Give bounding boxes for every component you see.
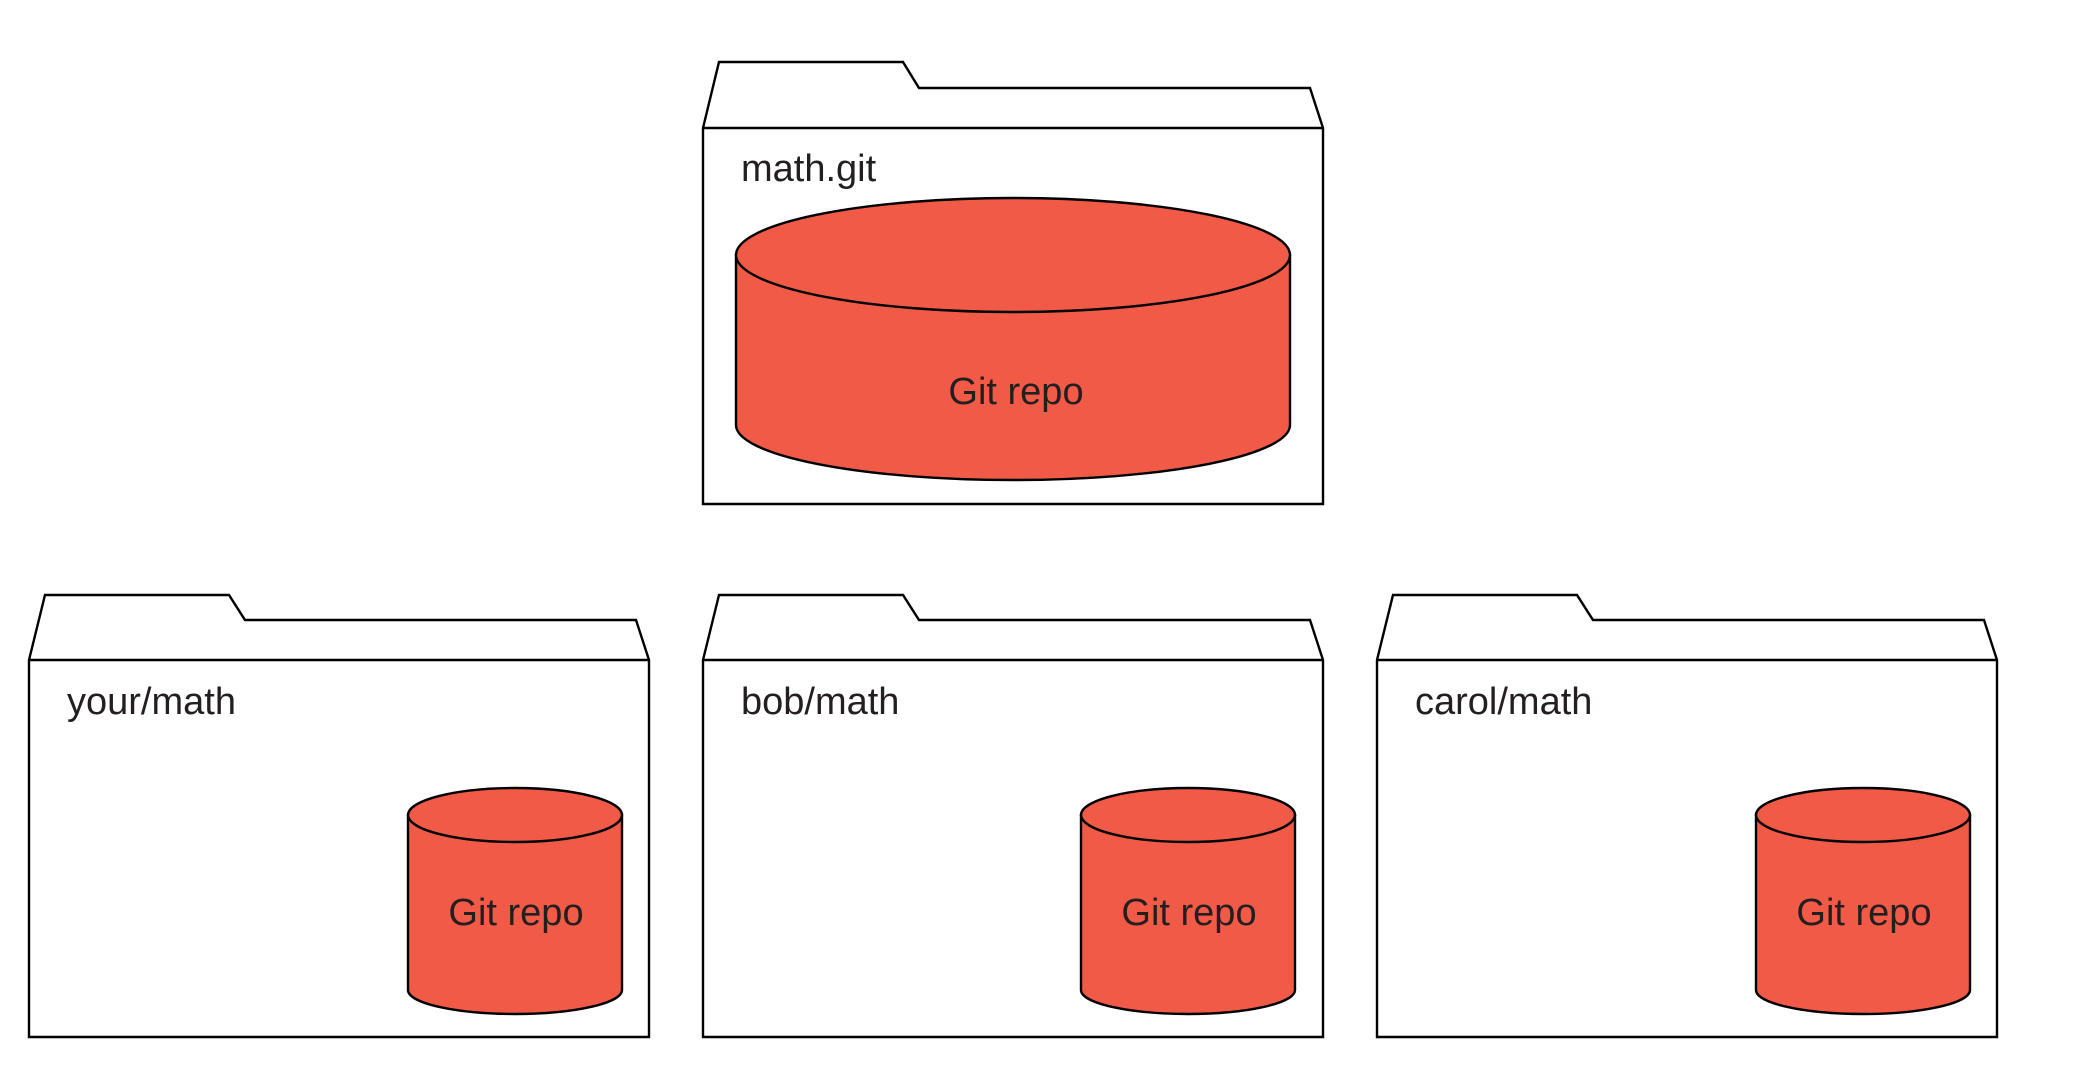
folder-yours: your/math Git repo bbox=[27, 593, 651, 1039]
cylinder-top bbox=[1754, 786, 1972, 844]
database-icon bbox=[1079, 813, 1297, 1016]
database-icon bbox=[1754, 813, 1972, 1016]
folder-label: carol/math bbox=[1415, 681, 1592, 723]
cylinder-top bbox=[734, 196, 1292, 314]
repo-label: Git repo bbox=[1121, 892, 1256, 934]
database-icon bbox=[406, 813, 624, 1016]
git-repo-cylinder: Git repo bbox=[1079, 786, 1297, 1016]
cylinder-top bbox=[406, 786, 624, 844]
folder-carol: carol/math Git repo bbox=[1375, 593, 1999, 1039]
folder-label: your/math bbox=[67, 681, 236, 723]
folder-label: math.git bbox=[741, 148, 877, 190]
git-repo-cylinder: Git repo bbox=[734, 196, 1292, 482]
repo-label: Git repo bbox=[1796, 892, 1931, 934]
git-repo-cylinder: Git repo bbox=[1754, 786, 1972, 1016]
folder-bob: bob/math Git repo bbox=[701, 593, 1325, 1039]
folder-origin: math.git Git repo bbox=[701, 60, 1325, 506]
database-icon bbox=[734, 253, 1292, 482]
cylinder-top bbox=[1079, 786, 1297, 844]
repo-label: Git repo bbox=[948, 371, 1083, 413]
repo-label: Git repo bbox=[448, 892, 583, 934]
git-repo-cylinder: Git repo bbox=[406, 786, 624, 1016]
folder-label: bob/math bbox=[741, 681, 899, 723]
